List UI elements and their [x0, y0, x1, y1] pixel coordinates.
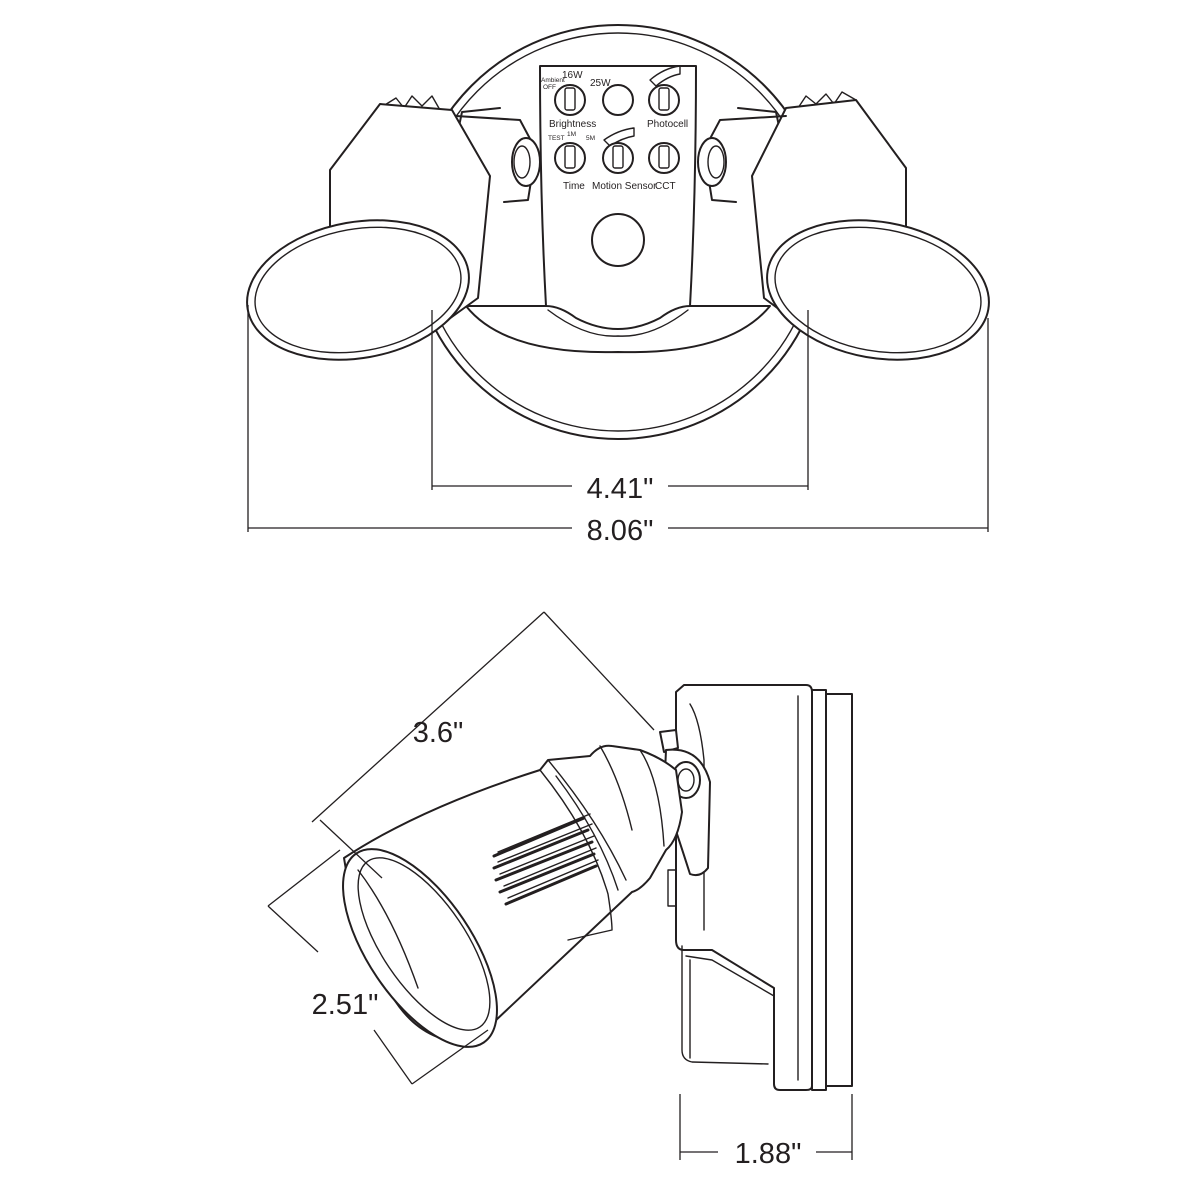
dimension-overall-width: 8.06"	[587, 515, 654, 547]
dimension-lens-diameter: 2.51"	[312, 989, 379, 1021]
left-light-head	[246, 95, 541, 361]
side-switch	[667, 869, 677, 907]
front-dimensions: 4.41" 8.06"	[247, 305, 989, 547]
center-housing	[465, 65, 771, 354]
right-light-head	[697, 91, 990, 361]
heat-fins	[492, 813, 599, 906]
cct-label: CCT	[655, 181, 676, 192]
brightness-dial[interactable]	[554, 84, 586, 116]
motion-sensor-dial[interactable]	[602, 142, 634, 174]
indicator-lens	[602, 84, 634, 116]
time-label: Time	[563, 181, 585, 192]
dimension-head-length: 3.6"	[413, 717, 464, 749]
time-dial[interactable]	[554, 142, 586, 174]
brightness-mark-16w: 16W	[562, 70, 583, 81]
side-lamp-head	[342, 744, 683, 1048]
photocell-label: Photocell	[647, 119, 688, 130]
control-panel: Ambient OFF 16W 25W Brightness Photocell…	[541, 65, 688, 267]
side-view: 3.6" 2.51" 1.88"	[267, 611, 853, 1170]
front-view: Ambient OFF 16W 25W Brightness Photocell…	[246, 24, 990, 547]
brightness-label: Brightness	[549, 119, 596, 130]
motion-sensor-label: Motion Sensor	[592, 181, 657, 192]
brightness-mark-off: OFF	[543, 84, 556, 91]
time-mark-1m: 1M	[567, 131, 576, 138]
time-mark-test: TEST	[548, 135, 565, 142]
brightness-mark-25w: 25W	[590, 78, 611, 89]
side-dimensions: 3.6" 2.51" 1.88"	[267, 611, 853, 1170]
time-mark-5m: 5M	[586, 135, 595, 142]
dimension-inner-width: 4.41"	[587, 473, 654, 505]
photocell-dial[interactable]	[648, 84, 680, 116]
motion-sensor-lens	[591, 213, 645, 267]
wall-base	[667, 684, 853, 1091]
dimension-base-depth: 1.88"	[735, 1138, 802, 1170]
brightness-mark-ambient: Ambient	[541, 77, 565, 84]
photocell-range-arc	[649, 65, 681, 87]
cct-dial[interactable]	[648, 142, 680, 174]
